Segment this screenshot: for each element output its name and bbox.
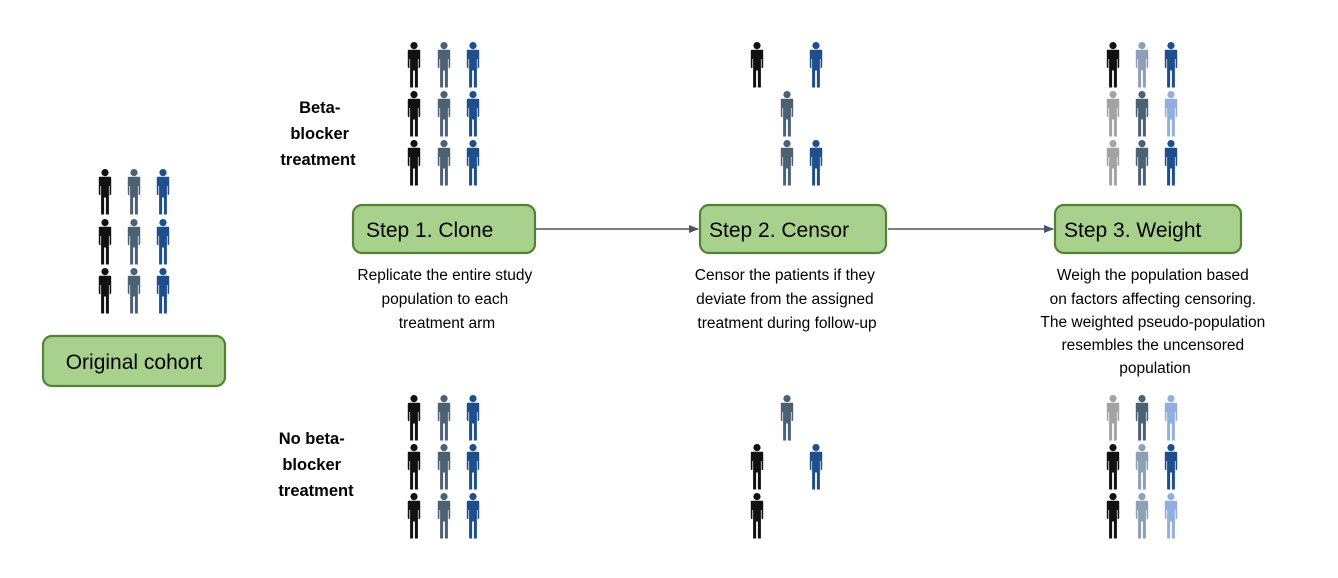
person-light-slate-icon xyxy=(1135,444,1149,490)
step1-treated-figures xyxy=(407,42,480,186)
person-slate-icon xyxy=(780,140,794,186)
person-blue-icon xyxy=(466,140,480,186)
person-black-icon xyxy=(750,493,764,539)
person-black-icon xyxy=(1106,493,1120,539)
origin-box: Original cohort xyxy=(41,334,227,388)
person-slate-icon xyxy=(780,395,794,441)
person-blue-icon xyxy=(809,444,823,490)
person-black-icon xyxy=(407,140,421,186)
person-slate-icon xyxy=(437,140,451,186)
person-blue-icon xyxy=(809,140,823,186)
person-black-icon xyxy=(1106,444,1120,490)
person-slate-icon xyxy=(127,268,141,314)
step3-box: Step 3. Weight xyxy=(1053,203,1243,255)
person-blue-icon xyxy=(809,42,823,88)
step3-description: Weigh the population based on factors af… xyxy=(1040,267,1269,377)
person-light-gray-icon xyxy=(1106,140,1120,186)
step1-box: Step 1. Clone xyxy=(351,203,537,255)
person-black-icon xyxy=(98,268,112,314)
person-light-blue-icon xyxy=(1164,493,1178,539)
person-blue-icon xyxy=(156,219,170,265)
origin-label: Original cohort xyxy=(66,351,203,374)
person-black-icon xyxy=(750,444,764,490)
step3-treated-figures xyxy=(1106,42,1178,186)
person-blue-icon xyxy=(466,395,480,441)
origin-figures xyxy=(98,169,170,314)
person-blue-icon xyxy=(156,169,170,215)
person-slate-icon xyxy=(1135,395,1149,441)
person-slate-icon xyxy=(437,444,451,490)
person-blue-icon xyxy=(1164,42,1178,88)
person-blue-icon xyxy=(466,444,480,490)
step3-label: Step 3. Weight xyxy=(1064,219,1202,242)
person-slate-icon xyxy=(437,91,451,137)
step2-description: Censor the patients if they deviate from… xyxy=(695,267,879,332)
step1-label: Step 1. Clone xyxy=(366,219,493,242)
person-black-icon xyxy=(407,493,421,539)
treated-arm-label: Beta- blocker treatment xyxy=(280,99,356,169)
person-blue-icon xyxy=(466,493,480,539)
person-black-icon xyxy=(98,219,112,265)
person-black-icon xyxy=(407,91,421,137)
person-slate-icon xyxy=(437,42,451,88)
person-light-slate-icon xyxy=(1135,493,1149,539)
person-blue-icon xyxy=(466,91,480,137)
person-slate-icon xyxy=(1135,140,1149,186)
person-blue-icon xyxy=(1164,444,1178,490)
step3-untreated-figures xyxy=(1106,395,1178,539)
person-blue-icon xyxy=(1164,140,1178,186)
person-light-blue-icon xyxy=(1164,91,1178,137)
person-black-icon xyxy=(750,42,764,88)
person-blue-icon xyxy=(156,268,170,314)
step1-description: Replicate the entire study population to… xyxy=(357,267,536,332)
person-black-icon xyxy=(407,444,421,490)
person-slate-icon xyxy=(780,91,794,137)
step2-label: Step 2. Censor xyxy=(709,219,849,242)
step2-box: Step 2. Censor xyxy=(698,203,888,255)
person-slate-icon xyxy=(127,219,141,265)
person-black-icon xyxy=(1106,42,1120,88)
step1-untreated-figures xyxy=(407,395,480,539)
person-black-icon xyxy=(98,169,112,215)
person-slate-icon xyxy=(127,169,141,215)
person-black-icon xyxy=(407,395,421,441)
person-light-gray-icon xyxy=(1106,395,1120,441)
person-light-gray-icon xyxy=(1106,91,1120,137)
person-slate-icon xyxy=(437,493,451,539)
person-light-slate-icon xyxy=(1135,42,1149,88)
untreated-arm-label: No beta- blocker treatment xyxy=(278,430,354,500)
person-black-icon xyxy=(407,42,421,88)
step2-untreated-figures xyxy=(750,395,823,539)
step2-treated-figures xyxy=(750,42,823,186)
person-light-blue-icon xyxy=(1164,395,1178,441)
person-slate-icon xyxy=(1135,91,1149,137)
person-blue-icon xyxy=(466,42,480,88)
person-slate-icon xyxy=(437,395,451,441)
